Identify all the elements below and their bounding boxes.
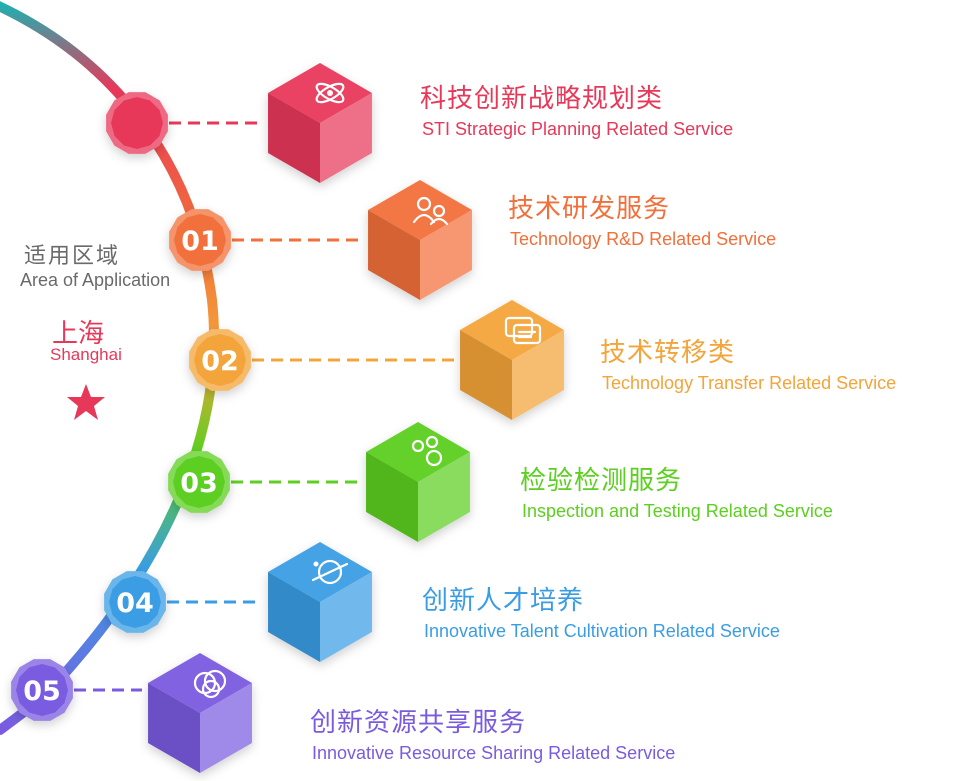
service-title-zh: 创新资源共享服务 <box>310 708 527 738</box>
timeline-node: 05 <box>11 659 73 721</box>
service-cube <box>268 63 372 183</box>
service-title-zh: 检验检测服务 <box>520 466 683 496</box>
node-number: 05 <box>23 676 61 707</box>
atom-icon <box>315 82 345 104</box>
service-title-en: Innovative Resource Sharing Related Serv… <box>312 743 676 763</box>
service-title-zh: 创新人才培养 <box>422 586 585 616</box>
area-title-zh: 适用区域 <box>24 244 121 269</box>
chat-bubbles-icon <box>504 316 542 345</box>
service-title-en: Inspection and Testing Related Service <box>522 501 833 521</box>
timeline-arc <box>0 1 219 735</box>
timeline-node: 02 <box>189 329 251 391</box>
area-title-en: Area of Application <box>20 270 171 290</box>
node-number: 04 <box>116 588 154 619</box>
timeline-node: 03 <box>168 451 230 513</box>
star-icon <box>67 384 105 420</box>
service-item-5: 04 <box>104 542 372 662</box>
service-item-2: 01 <box>169 180 472 300</box>
connected-circles-icon <box>411 435 443 467</box>
service-cube <box>460 300 564 420</box>
timeline-node: 04 <box>104 571 166 633</box>
orbit-icon <box>311 559 349 585</box>
service-title-en: Technology Transfer Related Service <box>602 373 897 393</box>
node-number: 01 <box>181 226 219 257</box>
timeline-node <box>106 92 168 154</box>
service-cube <box>148 653 252 773</box>
service-title-zh: 技术研发服务 <box>508 194 671 224</box>
service-item-6: 05 <box>11 653 252 773</box>
service-title-en: STI Strategic Planning Related Service <box>422 119 734 139</box>
research-people-icon <box>412 196 449 226</box>
city-name-en: Shanghai <box>50 345 122 364</box>
service-item-1 <box>106 63 372 183</box>
overlap-circles-icon <box>193 669 227 699</box>
node-number: 02 <box>201 346 239 377</box>
service-item-4: 03 <box>168 422 470 542</box>
service-title-zh: 技术转移类 <box>600 338 736 368</box>
service-cube <box>268 542 372 662</box>
service-cube <box>366 422 470 542</box>
service-title-zh: 科技创新战略规划类 <box>420 84 664 114</box>
service-title-en: Technology R&D Related Service <box>510 229 777 249</box>
service-item-3: 02 <box>189 300 564 420</box>
city-name-zh: 上海 <box>52 319 105 349</box>
service-cube <box>368 180 472 300</box>
timeline-node: 01 <box>169 209 231 271</box>
node-number: 03 <box>180 468 218 499</box>
service-title-en: Innovative Talent Cultivation Related Se… <box>424 621 780 641</box>
